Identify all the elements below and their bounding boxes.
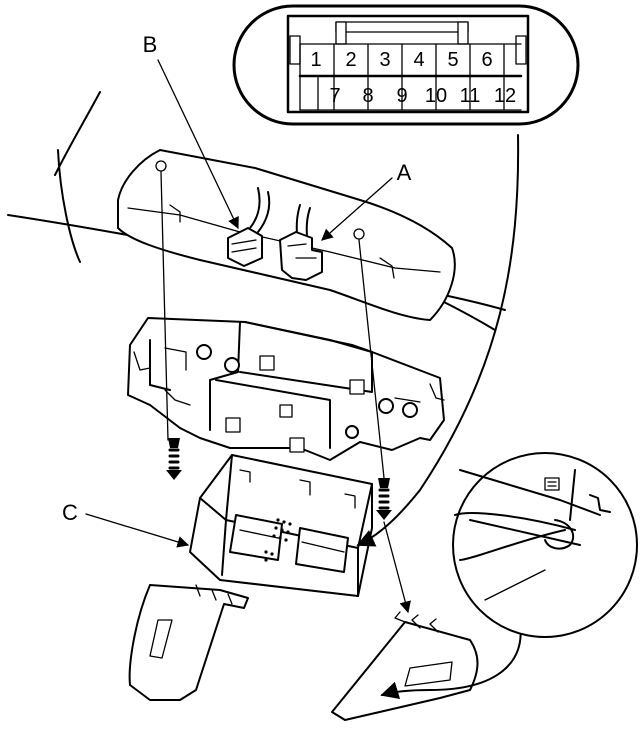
callout-b-label: B [143, 32, 158, 57]
detail-view-arrow [380, 624, 522, 699]
connector-view-arrow [356, 134, 520, 547]
pin-label-12: 12 [494, 85, 516, 107]
pin-label-11: 11 [460, 85, 481, 107]
callout-c-label: C [62, 500, 78, 525]
roof-recess-panel [117, 149, 456, 321]
screw-right [376, 478, 392, 520]
pin-label-6: 6 [481, 49, 492, 71]
pin-label-5: 5 [447, 49, 458, 71]
pin-label-1: 1 [310, 49, 321, 71]
lens-left [128, 584, 249, 701]
detail-magnified-circle [452, 452, 638, 638]
console-bracket [127, 317, 445, 461]
callout-b: B [143, 32, 239, 230]
lens-right-guide-arrow [383, 521, 411, 614]
map-light-unit-c [189, 454, 373, 597]
pin-label-9: 9 [396, 85, 407, 107]
screw-left [166, 438, 182, 480]
connector-terminal-view: 1 2 3 4 5 6 7 8 9 10 11 12 [232, 4, 580, 126]
callout-c: C [62, 500, 190, 548]
callout-a-label: A [397, 160, 412, 185]
pin-label-7: 7 [329, 85, 340, 107]
alignment-lines [160, 171, 385, 479]
pin-label-10: 10 [425, 85, 447, 107]
connector-a [279, 231, 323, 281]
connector-b [227, 227, 263, 267]
pin-label-4: 4 [413, 49, 424, 71]
pin-label-3: 3 [379, 49, 390, 71]
lens-right [331, 611, 479, 721]
callout-a: A [321, 160, 412, 241]
pin-label-8: 8 [362, 85, 373, 107]
pin-label-2: 2 [345, 49, 356, 71]
